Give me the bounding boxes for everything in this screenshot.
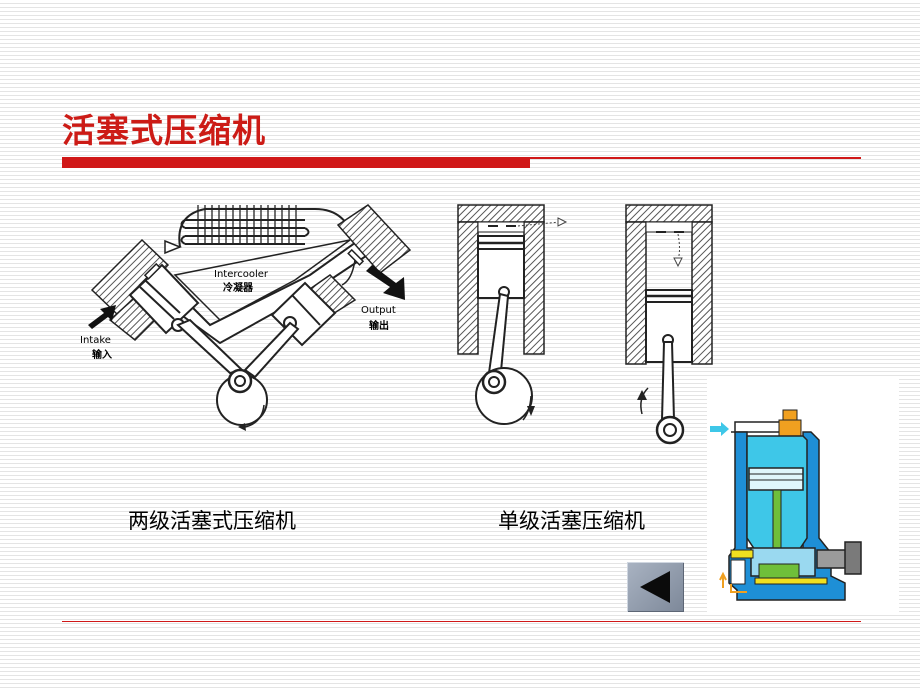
single-stage-discharge-diagram (457, 204, 568, 425)
triangle-left-icon (640, 571, 670, 603)
output-label: Output (361, 305, 396, 316)
single-stage-caption: 单级活塞压缩机 (498, 509, 645, 533)
slide-title: 活塞式压缩机 (62, 111, 266, 150)
output-cn-label: 输出 (369, 319, 389, 332)
intake-label: Intake (80, 335, 111, 346)
intercooler-label: Intercooler (214, 269, 269, 280)
intercooler-fins (197, 205, 297, 245)
cutaway-compressor-diagram (710, 409, 862, 601)
title-underline-line (528, 157, 861, 159)
cutaway-image-panel (707, 378, 899, 612)
intake-cn-label: 输入 (92, 348, 112, 361)
two-stage-compressor-diagram: Intercooler 冷凝器 Output 输出 Intake 输入 (80, 204, 412, 431)
single-stage-intake-diagram (625, 204, 713, 445)
back-button[interactable] (627, 562, 684, 612)
two-stage-caption: 两级活塞式压缩机 (128, 509, 296, 533)
intercooler-cn-label: 冷凝器 (223, 281, 254, 294)
footer-line (62, 621, 861, 622)
title-underline-bar (62, 157, 530, 168)
